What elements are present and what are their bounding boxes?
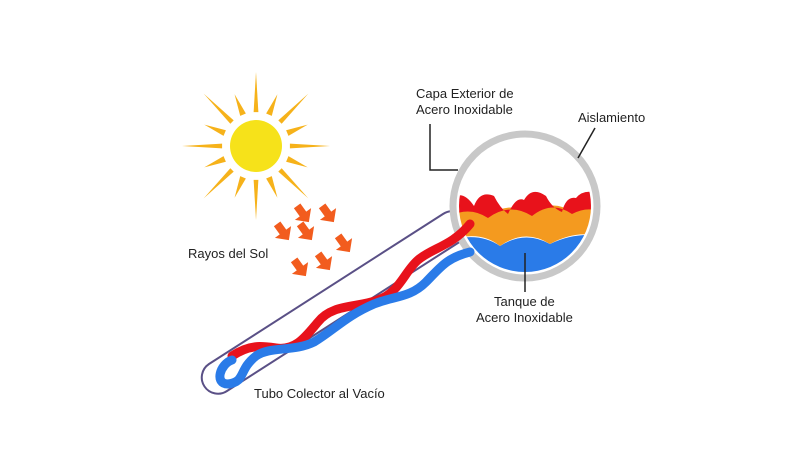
sun-ray-arrow-icon [314, 251, 333, 271]
sun-core [230, 120, 282, 172]
tank-warm-water [459, 205, 591, 246]
sun-ray-arrow-icon [296, 221, 315, 241]
sun-ray [286, 124, 308, 136]
sun-ray [266, 176, 278, 198]
capa-exterior-line-2: Acero Inoxidable [416, 102, 513, 117]
sun-ray [253, 72, 259, 113]
sun-ray [203, 93, 234, 124]
capa-exterior-label: Capa Exterior de Acero Inoxidable [416, 86, 514, 118]
tanque-line-2: Acero Inoxidable [476, 310, 573, 325]
capa-exterior-leader [429, 124, 458, 171]
sun-ray-arrow-icon [293, 203, 312, 223]
sun-ray-arrow-icon [334, 233, 353, 253]
tanque-label: Tanque de Acero Inoxidable [476, 294, 573, 326]
sun-ray [278, 93, 309, 124]
rayos-del-sol-text: Rayos del Sol [188, 246, 269, 261]
sun-ray-arrow-icon [273, 221, 292, 241]
aislamiento-text: Aislamiento [578, 110, 646, 125]
aislamiento-label: Aislamiento [578, 110, 645, 126]
rayos-del-sol-label: Rayos del Sol [188, 246, 268, 262]
tubo-colector-text: Tubo Colector al Vacío [254, 386, 385, 401]
sun-ray [286, 156, 308, 168]
capa-exterior-line-1: Capa Exterior de [416, 86, 514, 101]
aislamiento-leader [577, 127, 596, 159]
sun-ray [234, 94, 246, 116]
sun-ray-arrow-icon [318, 203, 337, 223]
tank-hot-water [459, 191, 591, 218]
sun-icon [182, 72, 330, 220]
sun-ray [204, 124, 226, 136]
sun-ray-arrow-icon [290, 257, 309, 277]
sun-ray [203, 168, 234, 199]
cold-water-line [215, 247, 475, 389]
sun-ray-arrows [273, 203, 353, 277]
sun-ray [253, 179, 259, 220]
sun-ray [204, 156, 226, 168]
tubo-colector-label: Tubo Colector al Vacío [254, 386, 385, 402]
sun-ray [234, 176, 246, 198]
tanque-line-1: Tanque de [494, 294, 555, 309]
sun-rays [182, 72, 330, 220]
sun-ray [182, 143, 223, 149]
sun-ray [266, 94, 278, 116]
sun-ray [278, 168, 309, 199]
sun-ray [289, 143, 330, 149]
